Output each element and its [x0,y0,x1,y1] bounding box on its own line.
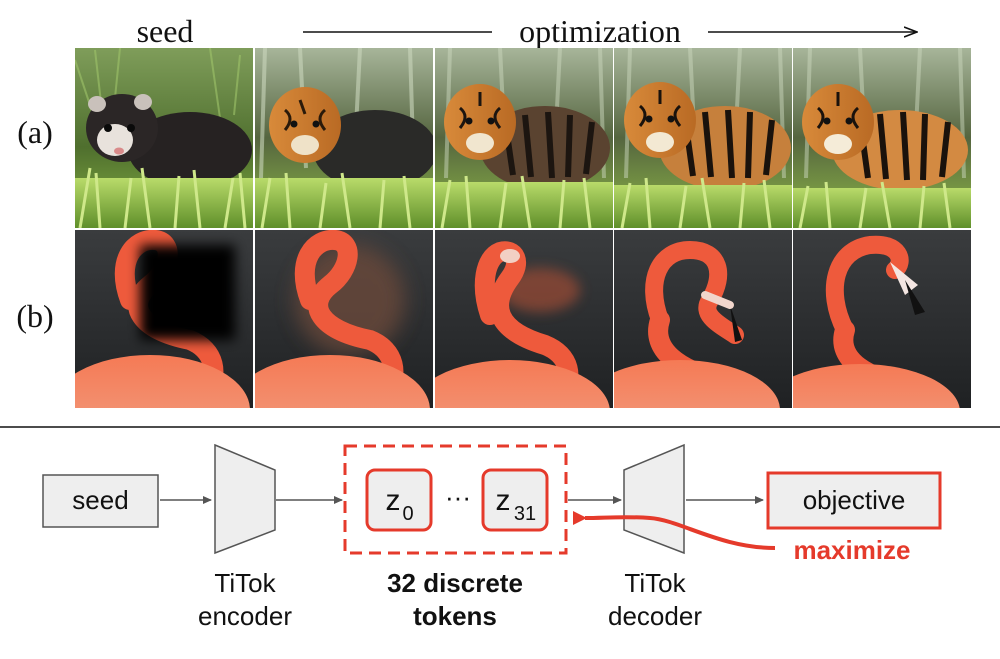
titok-decoder-shape [623,443,685,555]
row-a-frame-0-ferret [75,48,253,228]
row-b-frame-1-blur [255,230,433,408]
encoder-label-line2: encoder [198,601,292,631]
row-a-frame-2 [435,48,613,228]
row-a-frame-4-tiger [793,48,971,228]
token-z31-base: z [496,484,511,517]
token-z31: z 31 [481,468,549,532]
optimization-header-label: optimization [519,13,681,49]
seed-box: seed [42,474,159,528]
row-b-frame-2-partial [435,230,613,408]
decoder-label-line1: TiTok [624,568,686,598]
row-b-frame-4-full [793,230,971,408]
objective-box-label: objective [803,485,906,515]
seed-box-label: seed [72,485,128,515]
token-z0: z 0 [365,468,433,532]
row-a-frame-1 [255,48,433,228]
token-z0-base: z [386,484,401,517]
tokens-dashed-group [343,444,568,555]
row-b-frame-3-head [614,230,792,408]
tokens-label-line2: tokens [413,601,497,631]
token-z31-subscript: 31 [514,503,536,525]
maximize-feedback-arrow [572,511,776,550]
row-b-frame-0-masked [75,230,253,408]
objective-box: objective [766,471,942,530]
row-a-label: (a) [17,114,53,150]
tokens-label-line1: 32 discrete [387,568,523,598]
titok-encoder-shape [214,443,276,555]
token-ellipsis: ··· [445,482,471,512]
token-z0-subscript: 0 [402,503,413,525]
decoder-label-line2: decoder [608,601,702,631]
encoder-label-line1: TiTok [214,568,276,598]
row-b-label: (b) [16,298,53,334]
maximize-label: maximize [793,535,910,565]
row-a-frame-3 [614,48,792,228]
seed-header-label: seed [137,13,194,49]
